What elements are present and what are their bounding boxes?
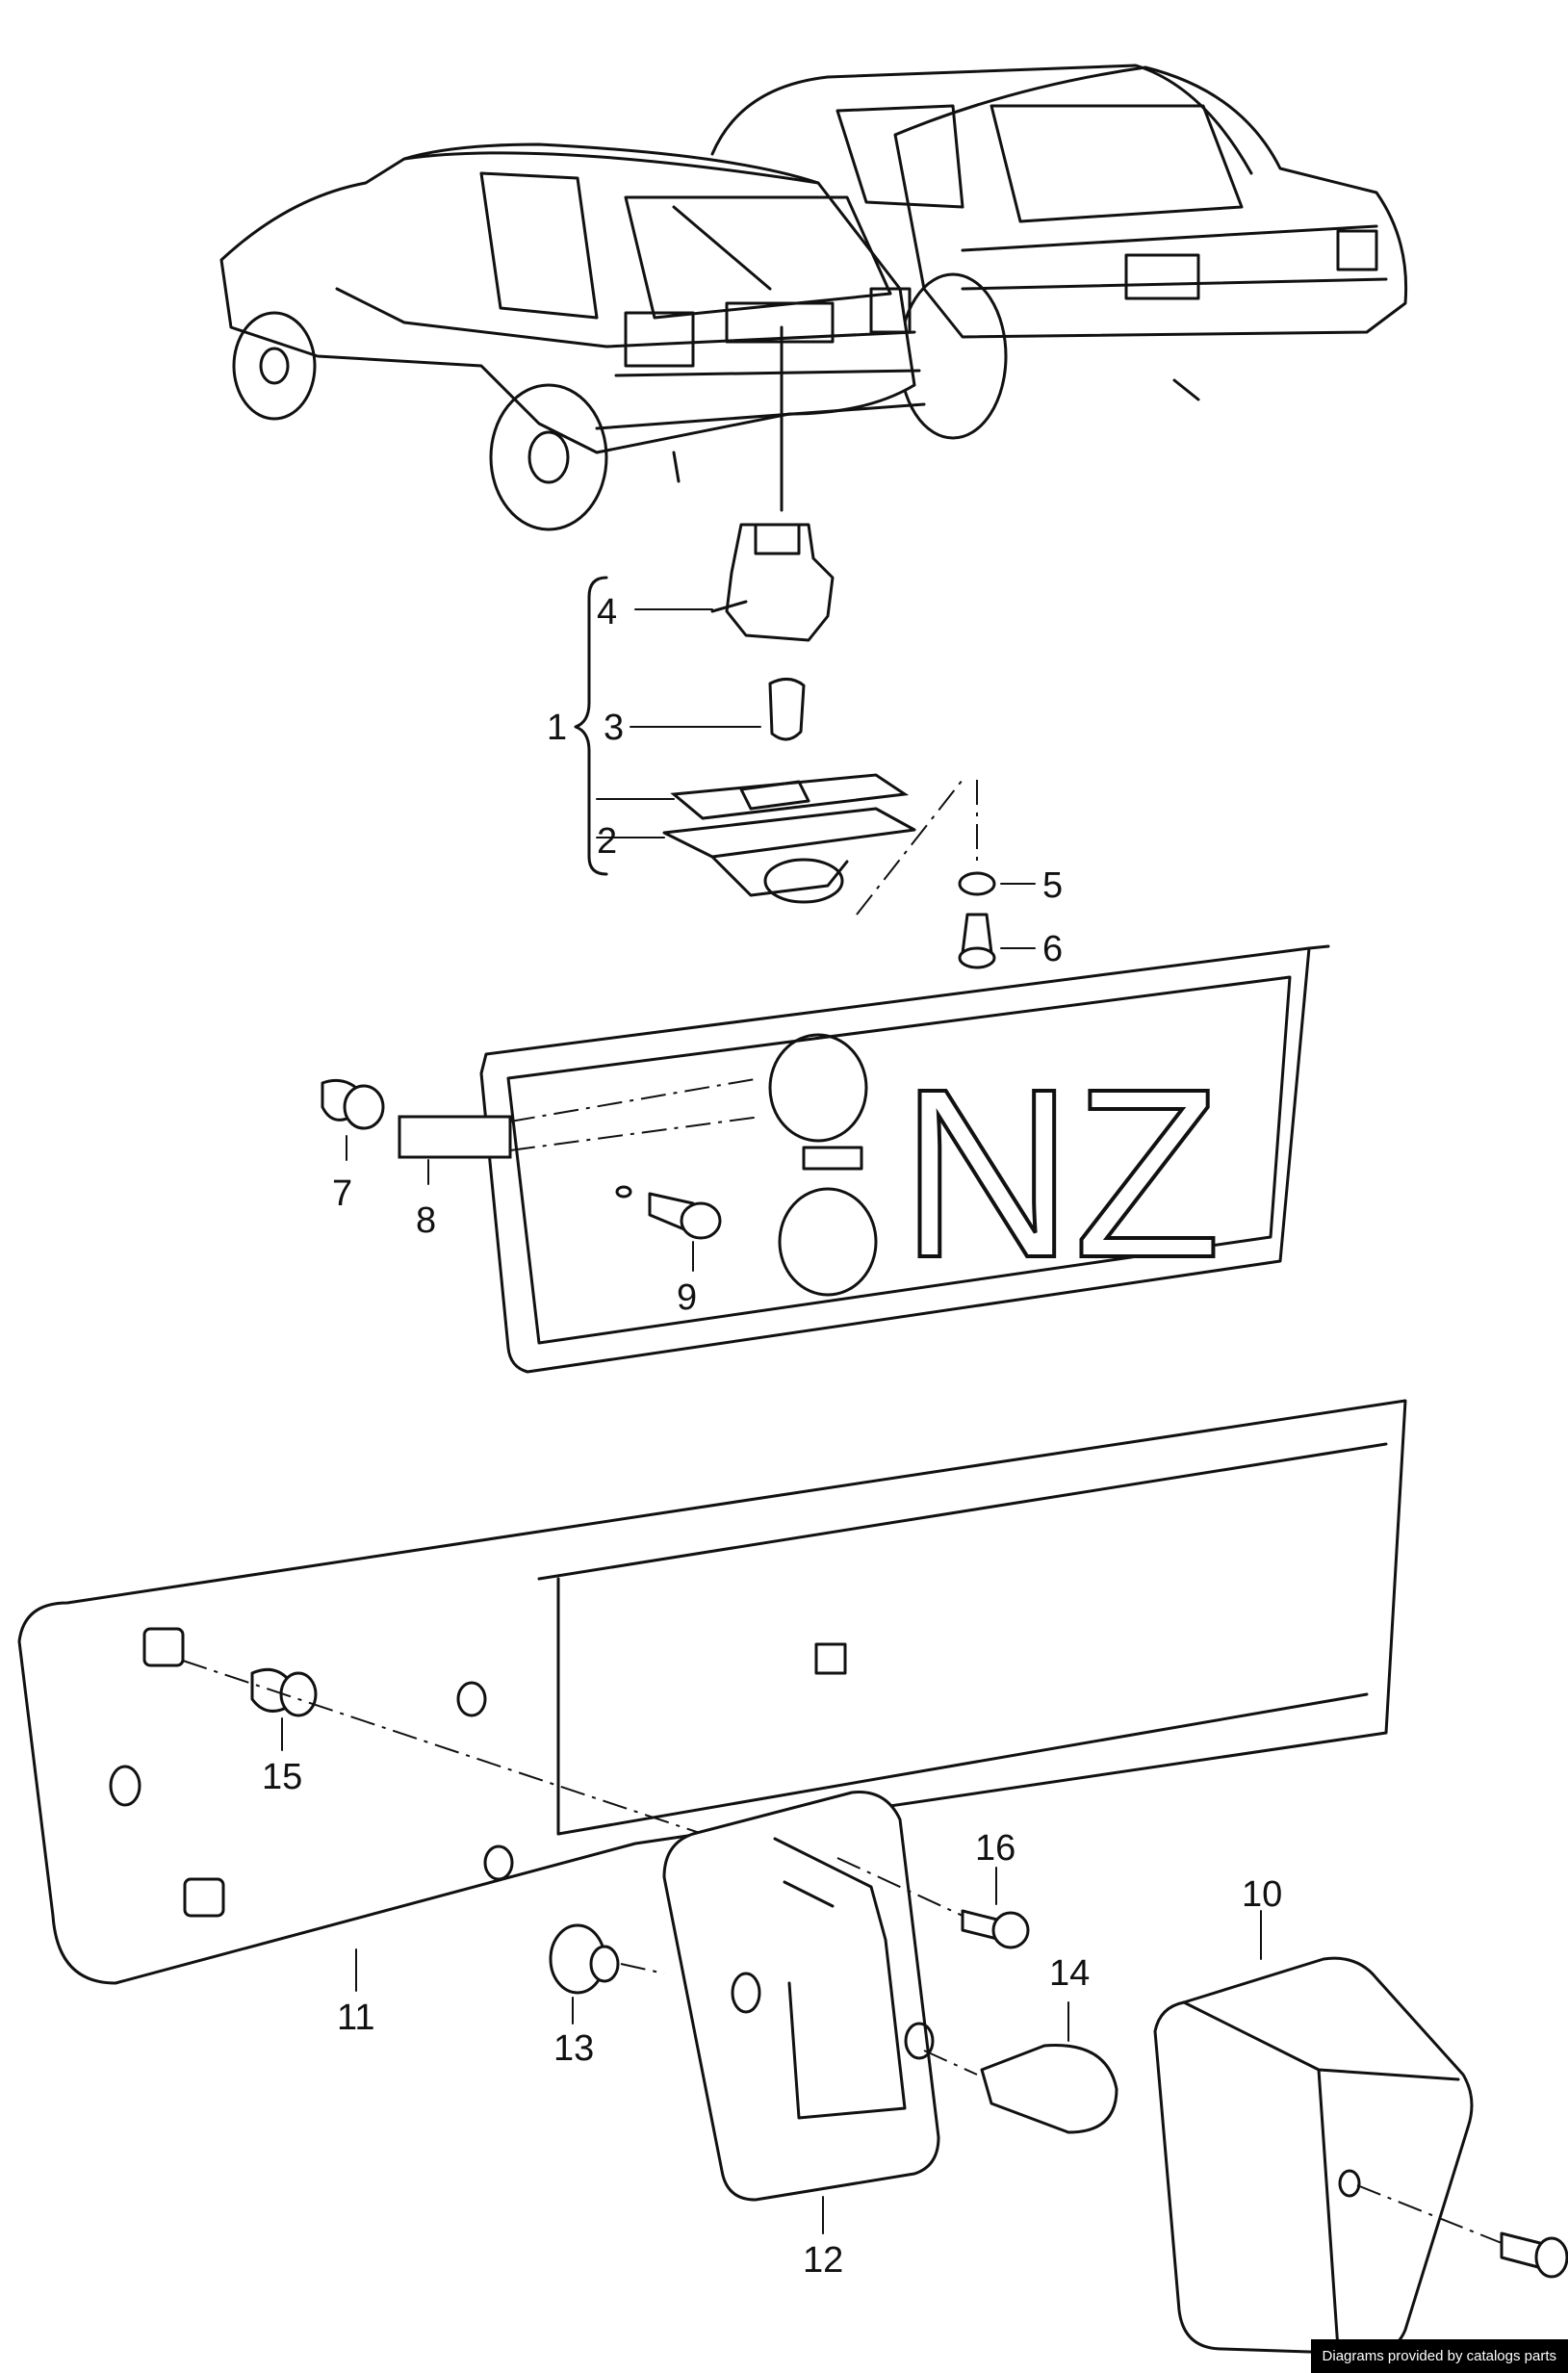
licence-lamp-assembly: [574, 523, 996, 969]
callout-15: 15: [262, 1757, 302, 1797]
callout-7: 7: [332, 1174, 352, 1214]
callout-14: 14: [1049, 1953, 1090, 1994]
callout-6: 6: [1042, 929, 1063, 969]
callout-11: 11: [337, 1998, 374, 2038]
plate-bracket: [17, 1399, 1407, 1985]
callout-labels: 1 2 3 4 5 6 7 8 9 10 11 12 13 14 15 16: [262, 592, 1282, 2281]
callout-2: 2: [597, 821, 617, 862]
callout-16: 16: [975, 1828, 1015, 1869]
credit-banner: Diagrams provided by catalogs parts: [1310, 2339, 1568, 2373]
callout-12: 12: [803, 2240, 843, 2281]
callout-5: 5: [1042, 865, 1063, 906]
callout-10: 10: [1242, 1874, 1282, 1915]
leader-lines: [281, 608, 1262, 2234]
callout-8: 8: [416, 1200, 436, 1241]
plate-text: NZ: [900, 1039, 1221, 1307]
callout-1: 1: [547, 708, 567, 748]
lamp-housing: [549, 1791, 1118, 2202]
number-plate: NZ: [321, 944, 1330, 1374]
hatchback-illustration: [219, 142, 926, 531]
callout-9: 9: [677, 1277, 697, 1318]
callout-3: 3: [604, 708, 624, 748]
callout-13: 13: [553, 2028, 594, 2069]
callout-4: 4: [597, 592, 617, 632]
lamp-lens: [1153, 1956, 1568, 2356]
